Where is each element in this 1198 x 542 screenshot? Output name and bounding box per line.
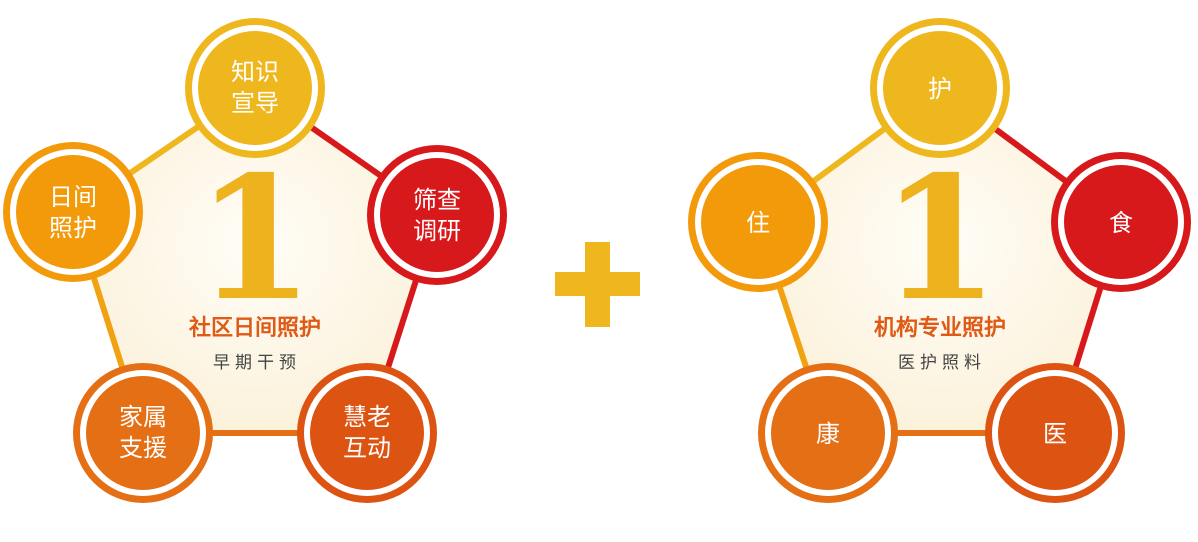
center-number: 1 <box>881 139 999 339</box>
node-label: 食 <box>1109 209 1133 237</box>
node-screening: 筛查 调研 <box>367 145 507 285</box>
node-food: 食 <box>1051 152 1191 292</box>
right-pentagon <box>758 88 1121 433</box>
node-label: 日间 <box>49 183 97 211</box>
center-subtitle: 医护照料 <box>898 353 986 373</box>
node-daycare: 日间 照护 <box>3 142 143 282</box>
node-family: 家属 支援 <box>73 363 213 503</box>
node-label: 互动 <box>343 434 391 462</box>
plus-icon <box>555 242 640 327</box>
node-housing: 住 <box>688 152 828 292</box>
node-knowledge: 知识 宣导 <box>185 18 325 158</box>
center-title: 机构专业照护 <box>874 315 1006 341</box>
node-label: 住 <box>746 209 770 237</box>
node-rehab: 康 <box>758 363 898 503</box>
node-label: 家属 <box>119 403 167 431</box>
node-label: 支援 <box>119 434 167 462</box>
node-care: 护 <box>870 18 1010 158</box>
node-label: 医 <box>1043 420 1067 448</box>
node-label: 知识 <box>231 58 279 86</box>
center-title: 社区日间照护 <box>189 315 321 341</box>
center-number: 1 <box>196 139 314 339</box>
right-pentagon-group: 1 机构专业照护 医护照料 护 食 医 康 住 <box>688 18 1191 503</box>
left-pentagon-group: 1 社区日间照护 早期干预 知识 宣导 筛查 调研 慧老 互动 家属 支援 日间… <box>3 18 507 503</box>
node-medical: 医 <box>985 363 1125 503</box>
left-pentagon <box>73 88 437 433</box>
node-label: 护 <box>928 75 952 103</box>
center-subtitle: 早期干预 <box>213 353 301 373</box>
node-label: 照护 <box>49 214 97 242</box>
node-interaction: 慧老 互动 <box>297 363 437 503</box>
node-label: 宣导 <box>231 89 279 117</box>
node-label: 康 <box>816 420 840 448</box>
node-label: 调研 <box>413 217 461 245</box>
node-label: 慧老 <box>343 403 391 431</box>
node-label: 筛查 <box>413 186 461 214</box>
